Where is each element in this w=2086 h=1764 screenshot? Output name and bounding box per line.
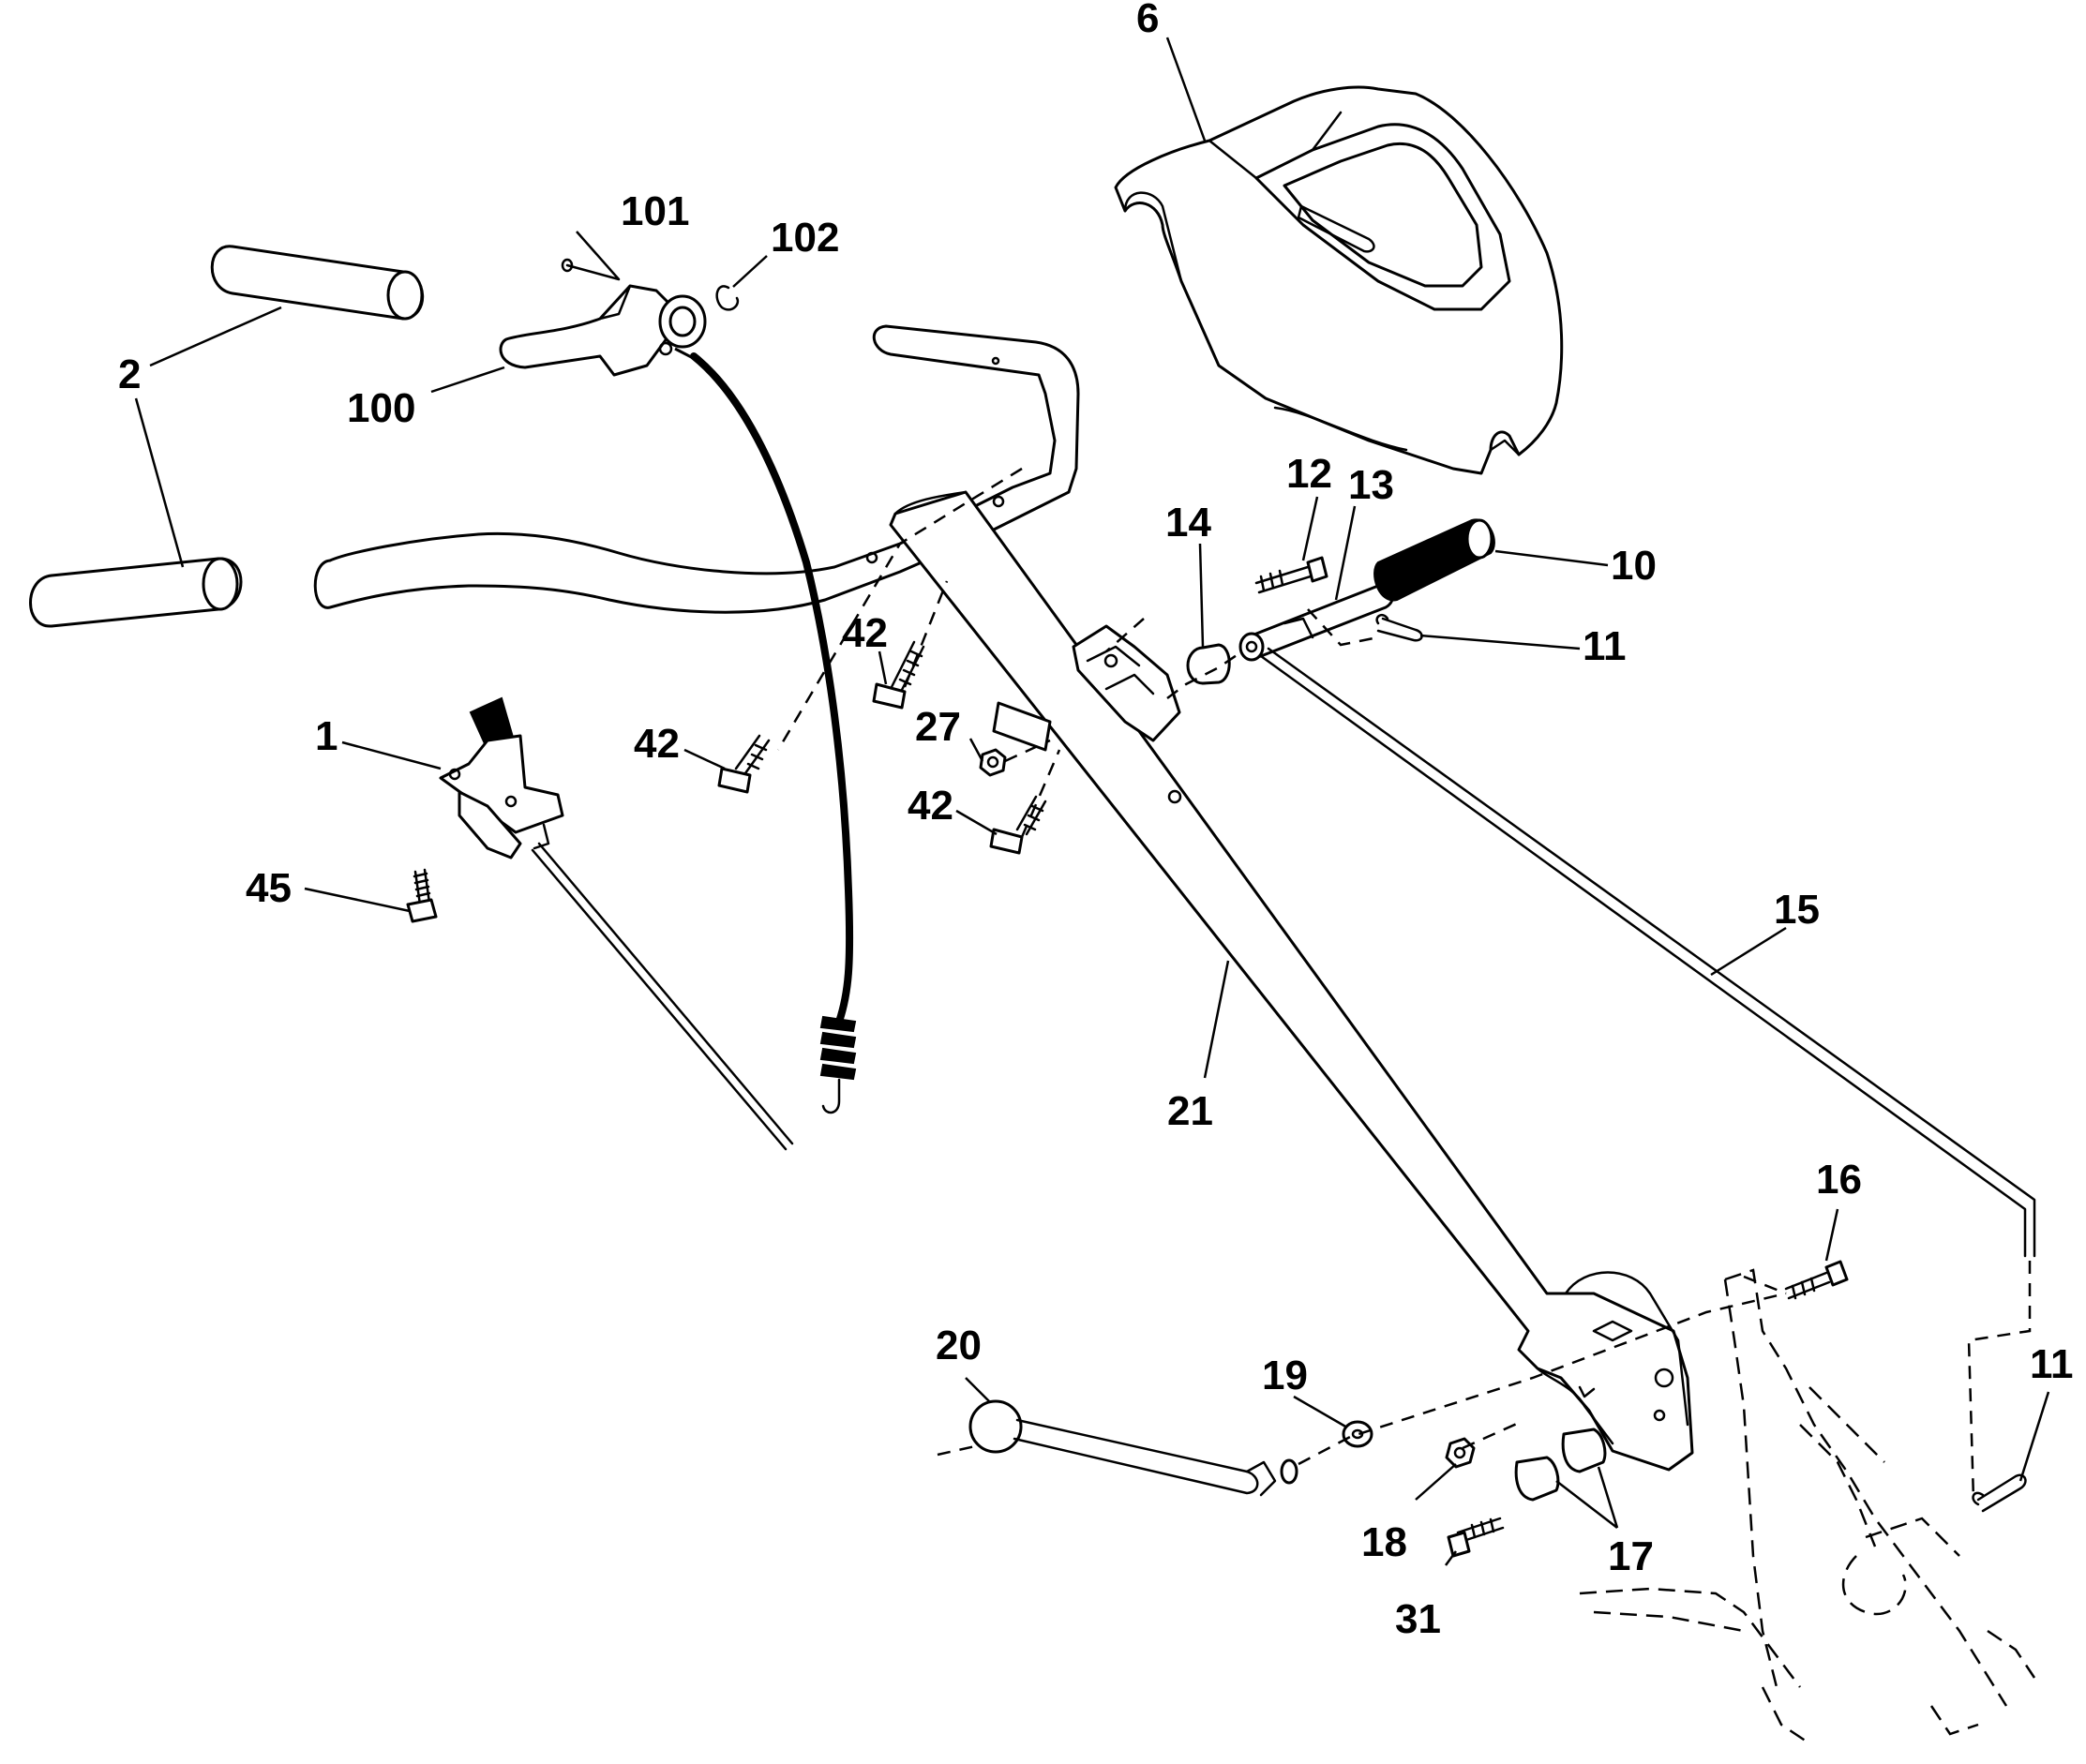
hairpin-clip-lower bbox=[1972, 1473, 2027, 1513]
callout-42-middle: 42 bbox=[634, 721, 680, 767]
callout-100: 100 bbox=[347, 385, 415, 431]
callout-45: 45 bbox=[246, 865, 292, 911]
callout-14: 14 bbox=[1165, 500, 1211, 546]
shift-bracket bbox=[992, 624, 1181, 752]
callout-labels: 1 2 6 10 11 11 12 13 14 15 16 17 18 19 2… bbox=[118, 0, 2074, 1642]
callout-16: 16 bbox=[1816, 1157, 1862, 1203]
shift-lever bbox=[1238, 584, 1395, 662]
console-cover bbox=[1114, 85, 1564, 475]
callout-13: 13 bbox=[1348, 462, 1394, 508]
callout-10: 10 bbox=[1611, 543, 1657, 589]
bolt-12 bbox=[1254, 556, 1328, 594]
control-lever bbox=[499, 284, 707, 377]
hairpin-clip-upper bbox=[1375, 613, 1423, 642]
nut-27 bbox=[979, 748, 1007, 777]
callout-31: 31 bbox=[1395, 1596, 1441, 1642]
main-handle-tube bbox=[889, 490, 1694, 1472]
left-grip-upper bbox=[210, 245, 425, 321]
callout-17: 17 bbox=[1608, 1533, 1654, 1579]
assembly-lines bbox=[776, 467, 2032, 1501]
callout-1: 1 bbox=[315, 713, 338, 759]
bolt-42-lower bbox=[989, 795, 1047, 855]
tiller-body-outline bbox=[1579, 1268, 2036, 1745]
e-clip bbox=[715, 285, 740, 311]
handlebar bbox=[313, 324, 1080, 614]
leader-lines bbox=[134, 37, 2050, 1566]
callout-18: 18 bbox=[1361, 1519, 1407, 1565]
callout-102: 102 bbox=[771, 215, 839, 261]
callout-21: 21 bbox=[1167, 1088, 1213, 1134]
callout-11-upper: 11 bbox=[1583, 623, 1627, 669]
bolt-42-upper bbox=[872, 640, 925, 710]
bolt-16 bbox=[1784, 1260, 1849, 1300]
callout-20: 20 bbox=[936, 1323, 982, 1368]
lever-pin bbox=[561, 258, 621, 281]
washer-19 bbox=[1342, 1420, 1373, 1448]
callout-101: 101 bbox=[621, 188, 689, 234]
callout-27: 27 bbox=[915, 704, 961, 750]
left-grip-lower bbox=[29, 557, 243, 628]
bolt-31 bbox=[1447, 1517, 1505, 1558]
nut-18 bbox=[1445, 1437, 1476, 1469]
shift-knob bbox=[1373, 518, 1495, 602]
throttle-cable bbox=[674, 347, 857, 1114]
callout-15: 15 bbox=[1774, 887, 1820, 933]
shift-rod bbox=[1259, 647, 2036, 1258]
bolt-45 bbox=[406, 868, 438, 923]
wedge-17b bbox=[1561, 1428, 1607, 1473]
callout-6: 6 bbox=[1136, 0, 1159, 41]
callout-11-lower: 11 bbox=[2030, 1341, 2074, 1387]
callout-2: 2 bbox=[118, 351, 141, 397]
tine-depth-handle bbox=[968, 1399, 1298, 1497]
callout-42-upper: 42 bbox=[842, 610, 888, 656]
lever-bracket bbox=[439, 696, 794, 1151]
callout-42-lower: 42 bbox=[908, 783, 953, 829]
bolt-42-middle bbox=[717, 734, 771, 794]
callout-19: 19 bbox=[1262, 1353, 1308, 1398]
wedge-17a bbox=[1514, 1456, 1560, 1502]
bushing-14 bbox=[1186, 643, 1231, 685]
callout-12: 12 bbox=[1286, 451, 1332, 497]
